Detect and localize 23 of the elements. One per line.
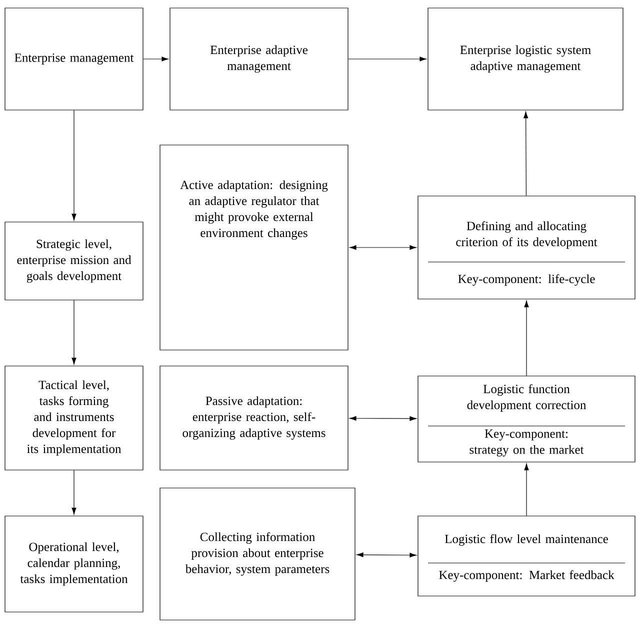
arrow [524, 300, 529, 376]
process-box: Logistic function development correction Key-component: strategy on the market [418, 376, 636, 462]
arrow [524, 111, 528, 196]
process-box: Logistic flow level maintenance Key-component: Market feedback [418, 516, 636, 596]
process-box: Operational level, calendar planning, tasks implementation [4, 516, 144, 612]
arrow [356, 552, 417, 558]
arrow [524, 463, 529, 516]
arrow [349, 416, 417, 421]
process-box: Enterprise logistic system adaptive management [428, 8, 624, 110]
process-box: Enterprise adaptive management [170, 8, 348, 110]
process-box: Active adaptation: designing an adaptive regulator that might provoke external environment changes [160, 144, 348, 350]
arrow [72, 300, 76, 365]
process-box: Passive adaptation: enterprise reaction, self-organizing adaptive systems [160, 366, 348, 470]
arrow [348, 56, 427, 62]
arrow [72, 470, 76, 515]
arrow [349, 245, 417, 250]
process-box: Enterprise management [4, 8, 144, 110]
process-box: Defining and allocating criterion of its development Key-component: life-cycle [418, 196, 636, 300]
process-box: Strategic level, enterprise mission and goals development [4, 222, 144, 300]
process-box: Tactical level, tasks forming and instruments development for its implementation [4, 366, 144, 470]
arrow [72, 110, 76, 221]
process-box: Collecting information provision about enterprise behavior, system parameters [160, 488, 356, 620]
arrow [143, 56, 169, 62]
